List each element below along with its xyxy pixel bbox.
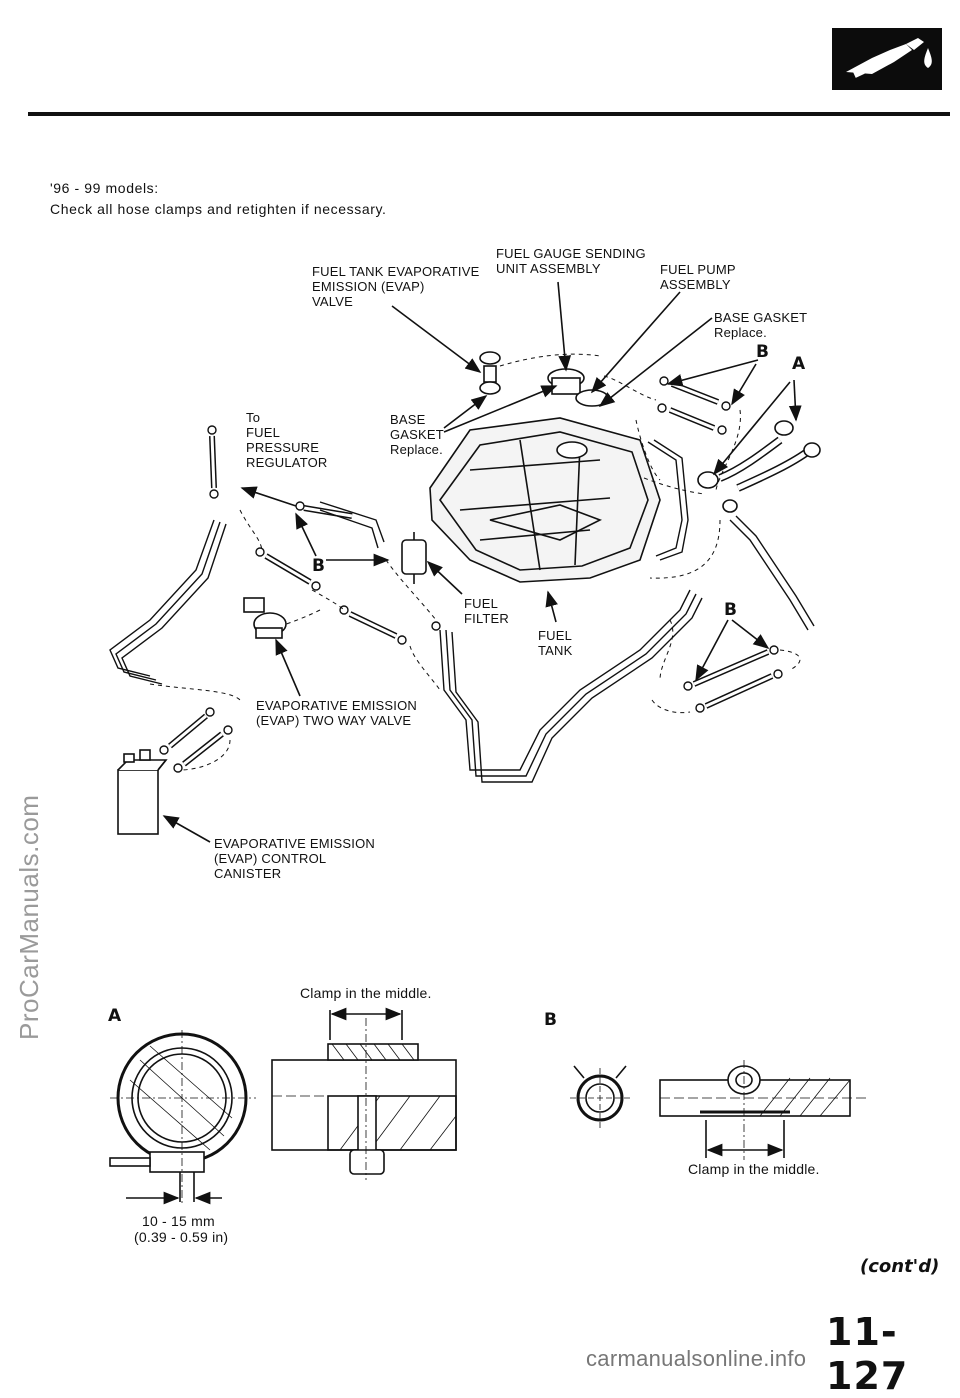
to-regulator-label: To FUEL PRESSURE REGULATOR	[246, 410, 328, 470]
evap-valve	[479, 351, 501, 395]
fuel-section-badge	[832, 28, 942, 90]
continued-note: (cont'd)	[860, 1256, 940, 1277]
side-watermark: ProCarManuals.com	[14, 794, 44, 1040]
sending-unit-label: FUEL GAUGE SENDING UNIT ASSEMBLY	[496, 246, 646, 276]
fuel-nozzle-icon	[846, 38, 932, 78]
filler-hoses	[697, 420, 821, 513]
callout-b-right: B	[724, 600, 737, 620]
detail-a-title: A	[108, 1006, 122, 1026]
hose-clamps	[159, 376, 783, 773]
clamp-dimension-mm: 10 - 15 mm	[142, 1213, 215, 1229]
callout-b-top: B	[756, 342, 769, 362]
two-way-valve-label: EVAPORATIVE EMISSION (EVAP) TWO WAY VALV…	[256, 698, 417, 728]
page-number: 11-127	[826, 1310, 909, 1398]
fuel-tank	[429, 417, 661, 583]
leader-lines	[162, 281, 802, 843]
clamp-middle-b-label: Clamp in the middle.	[688, 1161, 820, 1177]
clamp-dimension-in: (0.39 - 0.59 in)	[134, 1229, 229, 1245]
base-gasket-right-label: BASE GASKET Replace.	[714, 310, 808, 340]
canister-label: EVAPORATIVE EMISSION (EVAP) CONTROL CANI…	[214, 836, 375, 881]
fuel-filter	[401, 532, 427, 584]
site-footer: carmanualsonline.info	[586, 1346, 807, 1371]
two-way-valve	[243, 597, 287, 639]
base-gasket-center-label: BASE GASKET Replace.	[390, 412, 444, 457]
callout-a-top: A	[792, 354, 806, 374]
header-rule	[28, 112, 950, 116]
models-note: '96 - 99 models:	[50, 180, 159, 196]
evap-valve-label: FUEL TANK EVAPORATIVE EMISSION (EVAP) VA…	[312, 264, 480, 309]
check-clamps-instruction: Check all hose clamps and retighten if n…	[50, 201, 387, 217]
detail-b-title: B	[544, 1010, 557, 1030]
fuel-pump-label: FUEL PUMP ASSEMBLY	[660, 262, 736, 292]
evap-canister	[117, 749, 168, 835]
fuel-filter-label: FUEL FILTER	[464, 596, 510, 626]
fuel-tank-label: FUEL TANK	[538, 628, 573, 658]
callout-b-left: B	[312, 556, 325, 576]
detail-a-drawing	[109, 1007, 457, 1205]
detail-b-drawing	[570, 1060, 870, 1160]
clamp-middle-a-label: Clamp in the middle.	[300, 985, 432, 1001]
